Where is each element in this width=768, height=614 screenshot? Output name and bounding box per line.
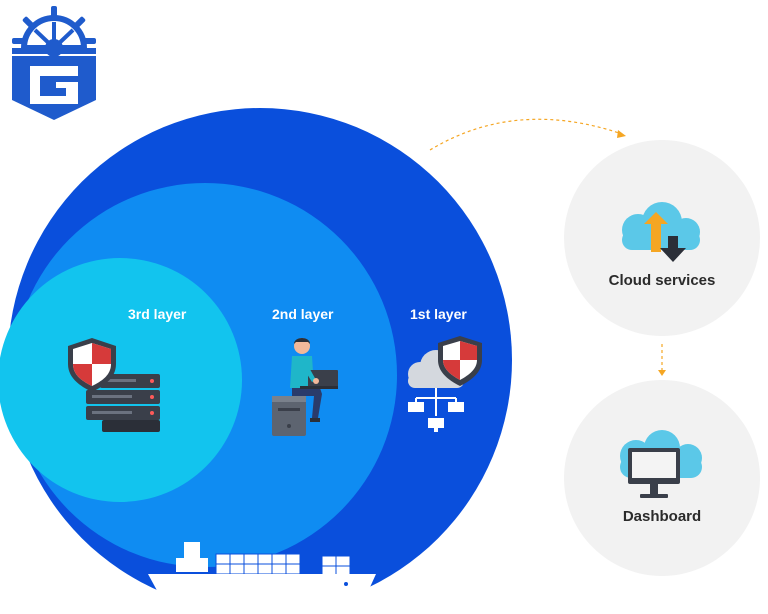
cloud-network-shield-icon — [398, 336, 488, 438]
cargo-ship-illustration — [146, 538, 378, 614]
brand-logo — [8, 4, 100, 122]
layers-diagram — [0, 108, 512, 612]
server-shield-icon — [66, 338, 176, 434]
cloud-upload-download-icon — [612, 200, 710, 266]
cloud-monitor-icon — [608, 430, 714, 504]
first-layer-label: 1st layer — [410, 306, 467, 322]
flow-arrow-to-cloud — [426, 104, 636, 160]
person-laptop-icon — [270, 336, 342, 438]
dashboard-label: Dashboard — [622, 508, 702, 525]
third-layer-label: 3rd layer — [128, 306, 187, 322]
flow-arrow-to-dashboard — [656, 344, 668, 378]
second-layer-label: 2nd layer — [272, 306, 334, 322]
cloud-services-label: Cloud services — [608, 272, 716, 289]
